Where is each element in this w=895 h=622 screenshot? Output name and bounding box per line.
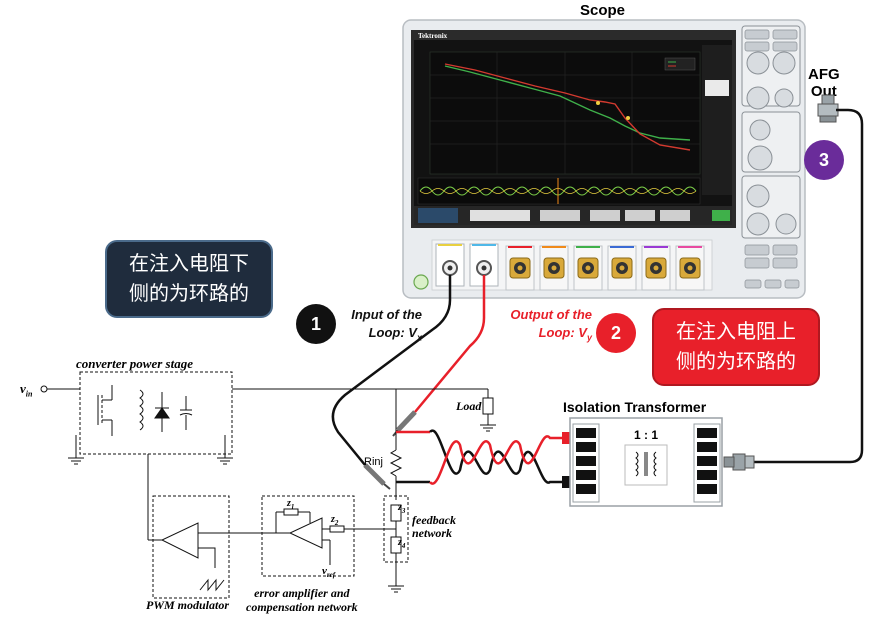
scope-channel-connectors [505, 245, 705, 291]
callout-below-resistor: 在注入电阻下侧的为环路的 [105, 240, 273, 318]
vin-label: vin [20, 381, 33, 399]
z4-label: z4 [398, 537, 406, 550]
injection-coil [396, 429, 566, 485]
scope-title: Scope [580, 2, 626, 19]
black-lead-end [562, 476, 570, 488]
red-lead-end [562, 432, 570, 444]
z2-label: z2 [331, 514, 339, 527]
afg-connector [817, 94, 839, 123]
converter-schematic [40, 371, 496, 599]
pwm-modulator-label: PWM modulator [146, 598, 230, 612]
callout-above-resistor: 在注入电阻上侧的为环路的 [652, 308, 820, 386]
transformer-right-connector [723, 453, 755, 471]
z3-label: z3 [398, 502, 406, 515]
scope-brand: Tektronix [418, 32, 448, 40]
step-1-marker: 1 [296, 304, 336, 344]
afg-cable [752, 108, 864, 464]
converter-power-stage-label: converter power stage [76, 356, 193, 371]
input-of-loop-label: Input of the Loop: Vx [351, 307, 422, 343]
isolation-transformer-title: Isolation Transformer [563, 399, 707, 415]
rinj-label: Rinj [364, 456, 383, 468]
input-probe-tip [363, 463, 391, 490]
vref-label: vref [322, 565, 336, 580]
output-probe-cable [414, 275, 486, 413]
isolation-transformer [569, 417, 723, 507]
load-label: Load [456, 399, 482, 413]
output-of-loop-label: Output of the Loop: Vy [510, 307, 592, 343]
input-probe-cable [331, 275, 452, 466]
step-3-marker: 3 [804, 140, 844, 180]
transformer-ratio: 1 : 1 [634, 428, 659, 442]
oscilloscope: Tektronix [402, 19, 806, 299]
step-2-marker: 2 [596, 313, 636, 353]
z1-label: z1 [287, 498, 295, 511]
